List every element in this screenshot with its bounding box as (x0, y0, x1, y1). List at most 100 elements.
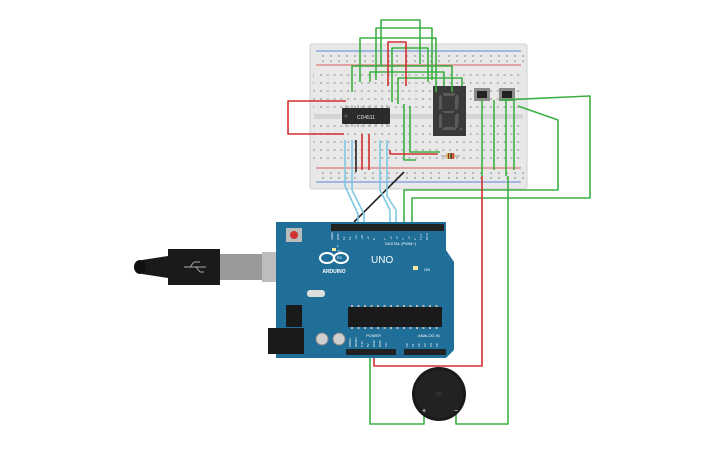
breadboard-hole (483, 106, 486, 108)
rail-hole (338, 177, 340, 179)
breadboard-hole (435, 141, 438, 143)
pushbutton-2[interactable] (499, 88, 515, 101)
power-jack[interactable] (268, 328, 304, 354)
pin-label-a0: A0 (405, 343, 409, 347)
rail-hole (414, 177, 416, 179)
rail-hole (354, 177, 356, 179)
breadboard-hole (456, 157, 458, 159)
breadboard-hole (449, 149, 452, 151)
rail-hole (514, 55, 516, 57)
rail-hole (448, 60, 450, 62)
atmega-chip (348, 307, 442, 327)
rail-hole (438, 55, 440, 57)
rail-hole (330, 60, 332, 62)
breadboard-hole (388, 98, 390, 100)
breadboard-hole (340, 157, 343, 159)
pin-label-3: ~3 (407, 236, 411, 240)
rail-hole (346, 172, 348, 174)
rail-hole (448, 55, 450, 57)
breadboard-hole (442, 157, 445, 159)
rail-hole (480, 172, 482, 174)
breadboard-hole (490, 149, 492, 151)
atmega-pin (351, 305, 353, 307)
rail-hole (464, 60, 466, 62)
rail-hole (406, 177, 408, 179)
resistor[interactable] (441, 153, 460, 159)
breadboard-hole (469, 74, 472, 76)
breadboard-hole (456, 141, 458, 143)
atmega-pin (416, 327, 418, 329)
breadboard-hole (517, 149, 520, 151)
breadboard-hole (388, 106, 390, 108)
breadboard-hole (428, 133, 431, 135)
breadboard-hole (320, 82, 322, 84)
rail-hole (422, 60, 424, 62)
seven-segment-display[interactable]: 8 (433, 86, 466, 136)
wire-green-buzzer-minus (455, 176, 509, 425)
row-letter-g: g (313, 96, 315, 101)
breadboard-hole (394, 149, 397, 151)
breadboard-hole (388, 149, 390, 151)
breadboard[interactable]: j i h g f e d c b a (309, 43, 528, 190)
breadboard-hole (415, 90, 418, 92)
breadboard-hole (347, 157, 350, 159)
breadboard-hole (367, 74, 370, 76)
breadboard-hole (381, 90, 384, 92)
breadboard-hole (510, 106, 513, 108)
arduino-uno[interactable]: ARDUINO UNO DIGITAL (PWM~) TX RX L ON AR… (268, 222, 454, 358)
piezo-buzzer[interactable]: + − (412, 367, 466, 421)
rail-hole (388, 177, 390, 179)
breadboard-hole (394, 141, 397, 143)
breadboard-hole (326, 74, 329, 76)
pin-label-vin: Vin (384, 342, 388, 347)
pin-label-6: ~6 (389, 236, 393, 240)
breadboard-hole (469, 149, 472, 151)
breadboard-hole (483, 82, 486, 84)
breadboard-hole (401, 98, 404, 100)
pin-label-5: ~5 (395, 236, 399, 240)
buzzer-plus-label: + (422, 408, 426, 415)
breadboard-hole (320, 74, 322, 76)
rail-hole (372, 177, 374, 179)
breadboard-hole (415, 141, 418, 143)
breadboard-row-letters-top: j i h g f (312, 72, 315, 109)
breadboard-hole (422, 157, 424, 159)
pin-label-a4: A4 (429, 343, 433, 347)
breadboard-hole (415, 74, 418, 76)
breadboard-hole (340, 141, 343, 143)
wire-blue-4 (386, 140, 397, 228)
rail-hole (388, 60, 390, 62)
breadboard-hole (442, 149, 445, 151)
rail-hole (506, 55, 508, 57)
breadboard-hole (476, 125, 479, 127)
rail-hole (464, 172, 466, 174)
breadboard-hole (340, 149, 343, 151)
breadboard-hole (496, 157, 499, 159)
rail-hole (506, 172, 508, 174)
breadboard-hole (469, 98, 472, 100)
breadboard-hole (496, 141, 499, 143)
breadboard-hole (510, 157, 513, 159)
breadboard-hole (374, 133, 377, 135)
breadboard-hole (428, 149, 431, 151)
atmega-pin (429, 327, 431, 329)
breadboard-hole (354, 74, 356, 76)
rail-hole (414, 55, 416, 57)
usb-cable[interactable] (134, 249, 298, 285)
rail-hole (490, 172, 492, 174)
breadboard-hole (456, 74, 458, 76)
breadboard-hole (320, 125, 322, 127)
atmega-pin (357, 305, 360, 307)
breadboard-hole (490, 157, 492, 159)
voltage-regulator (286, 305, 302, 327)
breadboard-hole (381, 82, 384, 84)
atmega-pin (390, 327, 392, 329)
rail-hole (456, 60, 458, 62)
breadboard-hole (476, 82, 479, 84)
pushbutton-1[interactable] (474, 88, 490, 101)
cd4511-chip[interactable]: CD4511 (342, 105, 390, 127)
pin-label-3v3: 3.3V (360, 341, 364, 347)
atmega-pin (377, 305, 379, 307)
breadboard-hole (374, 141, 377, 143)
wire-green-button-1 (411, 95, 591, 228)
